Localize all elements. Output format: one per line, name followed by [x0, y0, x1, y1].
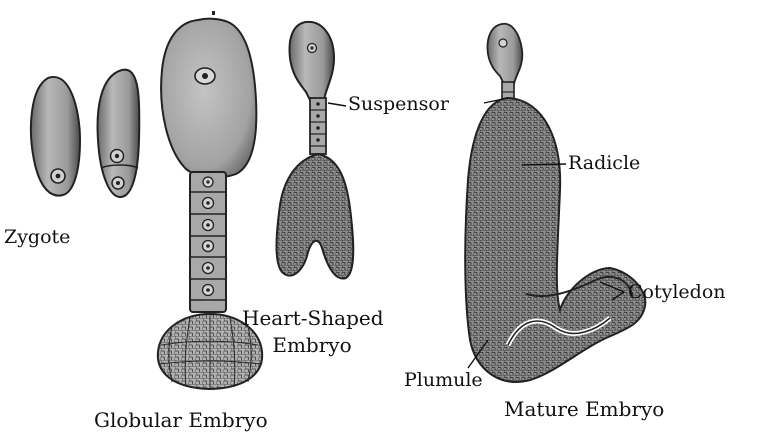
label-globular-embryo: Globular Embryo [94, 410, 268, 430]
label-zygote: Zygote [4, 228, 70, 247]
label-heart-shaped-line1: Heart-Shaped [242, 308, 382, 328]
zygote-cell-two [98, 70, 140, 197]
label-suspensor: Suspensor [348, 95, 449, 114]
heart-shaped-embryo-drawing [277, 22, 354, 279]
stray-mark [212, 11, 215, 15]
mature-embryo-drawing [465, 24, 645, 382]
label-heart-shaped-line2: Embryo [242, 335, 382, 355]
label-mature-embryo: Mature Embryo [504, 399, 664, 419]
label-radicle: Radicle [568, 154, 640, 173]
globular-embryo-drawing [158, 19, 262, 389]
label-plumule: Plumule [404, 371, 483, 390]
zygote-cell-one [31, 77, 80, 196]
label-cotyledon: Cotyledon [628, 283, 726, 302]
